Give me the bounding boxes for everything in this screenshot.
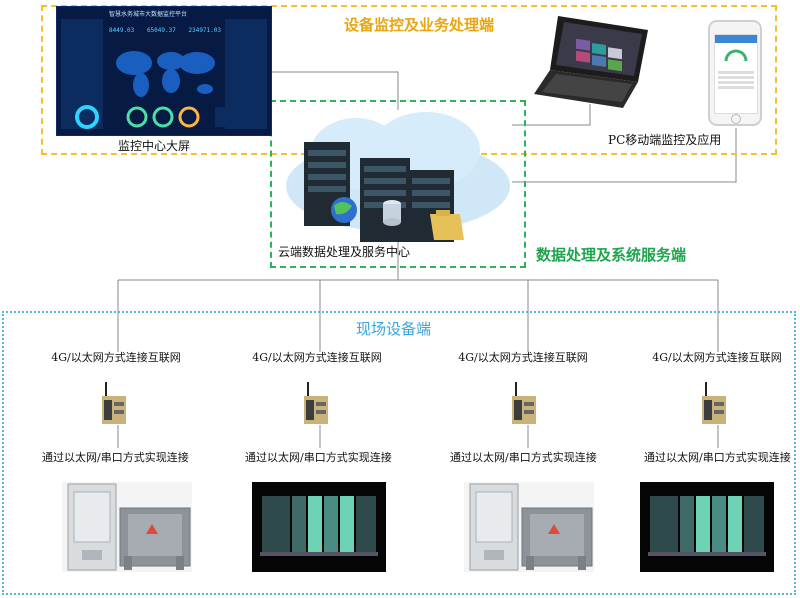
plc-rack-image bbox=[252, 482, 386, 572]
monitoring-zone-title: 设备监控及业务处理端 bbox=[344, 16, 495, 34]
gateway-label-1: 4G/以太网方式连接互联网 bbox=[51, 351, 181, 364]
field-zone-title: 现场设备端 bbox=[356, 320, 432, 338]
gateway-device-icon bbox=[512, 382, 536, 424]
link-label-3: 通过以太网/串口方式实现连接 bbox=[450, 451, 597, 464]
link-label-1: 通过以太网/串口方式实现连接 bbox=[42, 451, 189, 464]
gateway-label-4: 4G/以太网方式连接互联网 bbox=[652, 351, 782, 364]
monitor-screen-image: 智慧水务城市大数据监控平台 8449.03 65049.37 234971.03 bbox=[56, 6, 272, 136]
gateway-device-icon bbox=[102, 382, 126, 424]
phone-icon bbox=[708, 20, 762, 126]
link-label-4: 通过以太网/串口方式实现连接 bbox=[644, 451, 791, 464]
monitor-caption: 监控中心大屏 bbox=[118, 139, 191, 153]
gateway-label-3: 4G/以太网方式连接互联网 bbox=[458, 351, 588, 364]
gateway-label-2: 4G/以太网方式连接互联网 bbox=[252, 351, 382, 364]
world-map-graphic bbox=[116, 51, 215, 97]
screen-number-1: 8449.03 bbox=[109, 27, 135, 34]
cloud-caption: 云端数据处理及服务中心 bbox=[278, 245, 411, 259]
electrical-cabinet-image bbox=[62, 482, 192, 572]
link-label-2: 通过以太网/串口方式实现连接 bbox=[245, 451, 392, 464]
gateway-device-icon bbox=[702, 382, 726, 424]
pc-mobile-caption: PC移动端监控及应用 bbox=[608, 133, 722, 147]
screen-number-3: 234971.03 bbox=[188, 27, 221, 34]
cloud-servers-image bbox=[286, 112, 510, 242]
field-device-zone bbox=[2, 311, 796, 595]
laptop-icon bbox=[534, 16, 648, 108]
screen-gauges bbox=[75, 105, 255, 129]
screen-title: 智慧水务城市大数据监控平台 bbox=[109, 11, 188, 18]
cloud-service-zone bbox=[270, 100, 526, 268]
gateway-device-icon bbox=[304, 382, 328, 424]
screen-number-2: 65049.37 bbox=[146, 27, 176, 34]
plc-rack-image bbox=[640, 482, 774, 572]
cloud-zone-title: 数据处理及系统服务端 bbox=[536, 246, 687, 264]
electrical-cabinet-image bbox=[464, 482, 594, 572]
